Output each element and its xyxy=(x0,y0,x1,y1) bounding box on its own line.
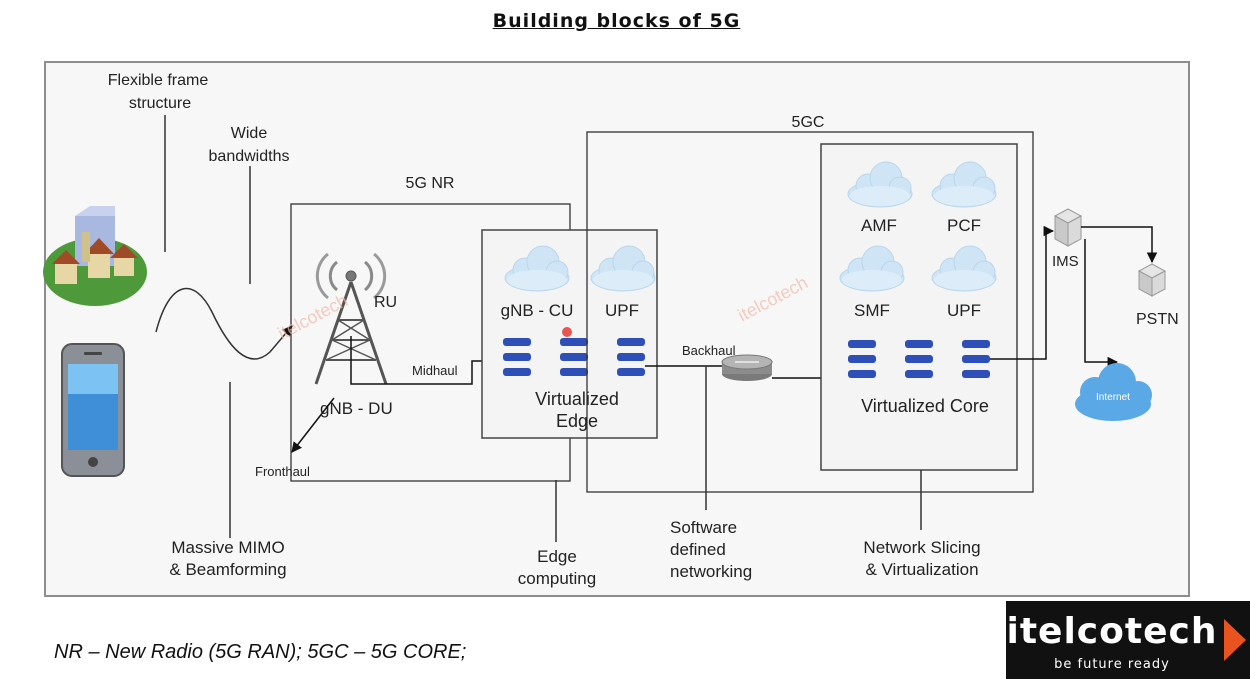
fronthaul-label: Fronthaul xyxy=(255,464,310,479)
core-label: 5GC xyxy=(792,114,825,131)
core-blocks-icon xyxy=(848,340,876,378)
core-blocks-icon xyxy=(905,340,933,378)
radio-tower-icon xyxy=(314,252,388,385)
wide-bandwidth-label-2: bandwidths xyxy=(209,148,290,165)
internet-cloud-icon xyxy=(1075,363,1152,421)
core-box xyxy=(586,131,1034,493)
watermark: itelcotech xyxy=(734,272,811,325)
pcf-label: PCF xyxy=(947,216,981,235)
backhaul-label: Backhaul xyxy=(682,343,736,358)
amf-label: AMF xyxy=(861,216,897,235)
city-icon xyxy=(43,206,147,306)
edge-computing-label-1: Edge xyxy=(537,547,577,566)
logo: itelcotech be future ready xyxy=(1006,601,1250,679)
core-blocks-icon xyxy=(962,340,990,378)
edge-computing-label-2: computing xyxy=(518,569,596,588)
cursor-dot xyxy=(562,327,572,337)
pstn-server-icon xyxy=(1137,263,1167,297)
slicing-label-2: & Virtualization xyxy=(865,560,978,579)
edge-blocks-icon xyxy=(503,338,531,376)
flexible-frame-label-2: structure xyxy=(129,95,191,112)
massive-mimo-label-2: & Beamforming xyxy=(169,560,286,579)
page-title: Building blocks of 5G xyxy=(492,10,741,32)
sdn-label-3: networking xyxy=(670,562,752,581)
logo-name: itelcotech xyxy=(1006,611,1218,652)
massive-mimo-label-1: Massive MIMO xyxy=(171,538,284,557)
midhaul-label: Midhaul xyxy=(412,363,458,378)
nr-label: 5G NR xyxy=(406,175,455,192)
ims-label: IMS xyxy=(1052,253,1079,270)
sdn-label-1: Software xyxy=(670,518,737,537)
router-icon xyxy=(721,354,773,381)
gnb-cu-label: gNB - CU xyxy=(501,301,574,320)
gnb-du-label: gNB - DU xyxy=(320,399,393,418)
upf-core-label: UPF xyxy=(947,301,981,320)
internet-label: Internet xyxy=(1096,392,1130,403)
smf-label: SMF xyxy=(854,301,890,320)
phone-icon xyxy=(61,343,125,477)
upf-edge-label: UPF xyxy=(605,301,639,320)
ru-label: RU xyxy=(374,294,397,311)
play-arrow-icon xyxy=(1224,619,1246,661)
pstn-label: PSTN xyxy=(1136,311,1179,328)
edge-blocks-icon xyxy=(617,338,645,376)
virtualized-core-label: Virtualized Core xyxy=(861,396,989,416)
virtualized-edge-label-1: Virtualized xyxy=(535,389,619,409)
footnote: NR – New Radio (5G RAN); 5GC – 5G CORE; xyxy=(54,641,467,663)
ims-server-icon xyxy=(1053,208,1083,247)
wide-bandwidth-label-1: Wide xyxy=(231,125,268,142)
flexible-frame-label-1: Flexible frame xyxy=(108,72,209,89)
edge-blocks-icon xyxy=(560,338,588,376)
slicing-label-1: Network Slicing xyxy=(863,538,980,557)
logo-tagline: be future ready xyxy=(1054,657,1170,672)
radio-wave xyxy=(155,287,293,360)
virtualized-edge-label-2: Edge xyxy=(556,411,598,431)
sdn-label-2: defined xyxy=(670,540,726,559)
